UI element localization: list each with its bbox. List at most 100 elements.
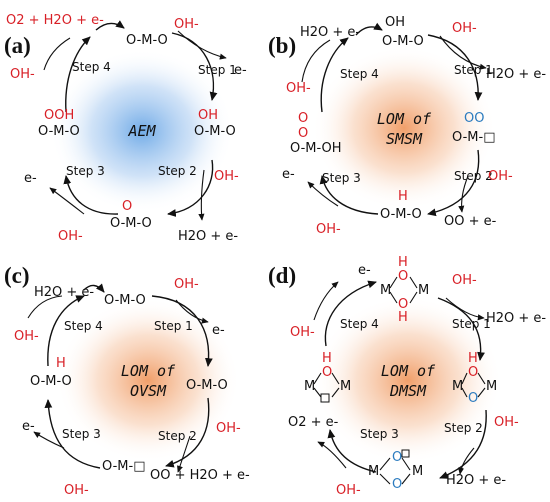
electron-label: e- [234, 63, 247, 78]
hydrogen-atom: H [322, 351, 332, 366]
step-label: Step 1 [198, 63, 237, 77]
vacancy-box [320, 393, 330, 403]
electron-label: e- [22, 419, 35, 434]
product-label: OO + H2O + e- [150, 468, 250, 483]
side-arrow [198, 169, 205, 221]
hydroxide-label: OH- [214, 169, 239, 184]
cycle-arrow [439, 409, 487, 479]
cycle-arrow [437, 297, 485, 361]
product-label: H2O + e- [446, 473, 506, 488]
aem-glow [50, 49, 234, 213]
species-top: H O M M O H [380, 255, 429, 325]
side-arrow [177, 435, 191, 473]
species-label: O-M-O [126, 33, 168, 48]
panel-letter: (b) [268, 33, 296, 58]
product-label: O2 + H2O + e- [6, 13, 104, 28]
product-label: H2O + e- [300, 25, 360, 40]
step-label: Step 1 [452, 317, 491, 331]
hydrogen-atom: H [398, 255, 408, 270]
cycle-arrow [167, 159, 214, 217]
step-label: Step 4 [340, 317, 379, 331]
species-group: O [298, 111, 308, 126]
cycle-arrow [47, 295, 85, 367]
side-arrow [27, 295, 63, 319]
oxygen-atom: O [392, 450, 402, 465]
species-group: OH [198, 108, 218, 123]
hydroxide-label: OH- [336, 483, 361, 498]
side-arrow [458, 175, 469, 213]
product-label: O2 + e- [288, 415, 339, 430]
hydroxide-label: OH- [452, 21, 477, 36]
hydroxide-label: OH- [174, 277, 199, 292]
species-label: O-M-O [110, 216, 152, 231]
panel-letter: (c) [4, 263, 30, 288]
metal-atom: M [418, 283, 429, 298]
mechanism-label: LOM of [121, 362, 176, 380]
bonds [389, 276, 418, 304]
panel-letter: (d) [268, 263, 296, 288]
hydroxide-label: OH- [64, 483, 89, 498]
mechanism-label: LOM of [381, 362, 436, 380]
side-arrow [43, 37, 71, 71]
hydroxide-label: OH- [494, 415, 519, 430]
mechanism-label: AEM [127, 122, 156, 140]
species-left: H O M M [304, 351, 351, 403]
hydroxide-label: OH- [174, 17, 199, 32]
panel-b: (b) LOM of SMSM OH O-M-O OH- H2O + e- St… [268, 15, 546, 237]
species-label: O-M-O [194, 124, 236, 139]
side-arrow [439, 35, 487, 70]
lom-glow [56, 298, 240, 462]
species-group: O [122, 199, 132, 214]
bonds [379, 457, 411, 485]
species-group: OO [464, 111, 484, 126]
species-group: H [56, 356, 66, 371]
side-arrow [175, 299, 209, 324]
mechanism-label: OVSM [130, 382, 167, 400]
hydroxide-label: OH- [10, 67, 35, 82]
metal-atom: M [452, 379, 463, 394]
cycle-arrow [327, 429, 377, 473]
species-group: OOH [44, 108, 74, 123]
cycle-arrow [427, 149, 480, 217]
step-label: Step 2 [444, 421, 483, 435]
panel-letter: (a) [4, 33, 31, 58]
species-label: O-M-O [30, 374, 72, 389]
side-arrow [49, 187, 85, 215]
oxygen-atom: O [468, 391, 478, 406]
species-label: O-M-O [38, 124, 80, 139]
product-label: H2O + e- [486, 67, 546, 82]
cycle-arrow [151, 295, 213, 367]
metal-atom: M [304, 379, 315, 394]
species-group: O [298, 126, 308, 141]
oxygen-atom: O [398, 297, 408, 312]
species-label: O-M-O [382, 34, 424, 49]
hydrogen-atom: H [468, 351, 478, 366]
side-arrow [301, 39, 331, 83]
metal-atom: M [412, 464, 423, 479]
step-label: Step 3 [360, 427, 399, 441]
step-label: Step 1 [454, 63, 493, 77]
oxygen-atom: O [322, 365, 332, 380]
hydroxide-label: OH- [488, 169, 513, 184]
cycle-arrow [355, 22, 383, 36]
side-arrow [307, 181, 339, 207]
panel-c: (c) LOM of OVSM O-M-O OH- H2O + e- Step … [4, 263, 250, 498]
hydroxide-label: OH- [216, 421, 241, 436]
lom-glow [314, 296, 502, 464]
step-label: Step 2 [454, 169, 493, 183]
side-arrow [445, 297, 485, 321]
step-label: Step 1 [154, 319, 193, 333]
species-label: O-M-□ [452, 130, 495, 145]
mechanism-label: SMSM [386, 130, 423, 148]
product-label: H2O + e- [34, 285, 94, 300]
metal-atom: M [368, 464, 379, 479]
panel-d: (d) LOM of DMSM H O M M O H e- OH- OH- S… [268, 255, 546, 498]
cycle-arrow [320, 37, 349, 113]
species-group: OH [385, 15, 405, 30]
species-group: H [398, 189, 408, 204]
species-right: H O M M O [452, 351, 497, 406]
hydroxide-label: OH- [452, 273, 477, 288]
cycle-arrow [171, 32, 218, 101]
mechanism-label: DMSM [389, 382, 427, 400]
oxygen-atom: O [392, 477, 402, 492]
